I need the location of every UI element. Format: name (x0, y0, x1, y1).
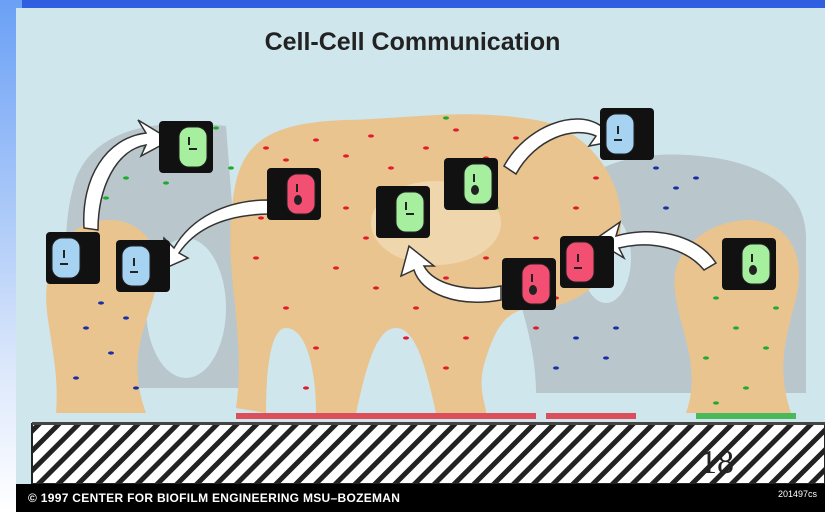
signaling-cell-icon (444, 158, 498, 210)
signaling-cell-icon (502, 258, 556, 310)
base-molecule-layer (236, 413, 636, 419)
signaling-cell-icon (722, 238, 776, 290)
signaling-cell-icon (159, 121, 213, 173)
signaling-cell-icon (560, 236, 614, 288)
substratum-top-line (32, 422, 825, 425)
signaling-cell-icon (116, 240, 170, 292)
base-molecule-layer-green (696, 413, 796, 419)
biofilm-diagram (16, 8, 825, 484)
signaling-cell-icon (267, 168, 321, 220)
signaling-cell-icon (600, 108, 654, 160)
figure-code: 201497cs (778, 489, 817, 499)
diagram-title: Cell-Cell Communication (0, 28, 825, 57)
signaling-cell-icon (46, 232, 100, 284)
page-number: 18 (700, 444, 734, 482)
copyright-text: © 1997 CENTER FOR BIOFILM ENGINEERING MS… (28, 491, 400, 505)
signaling-cell-icon (376, 186, 430, 238)
